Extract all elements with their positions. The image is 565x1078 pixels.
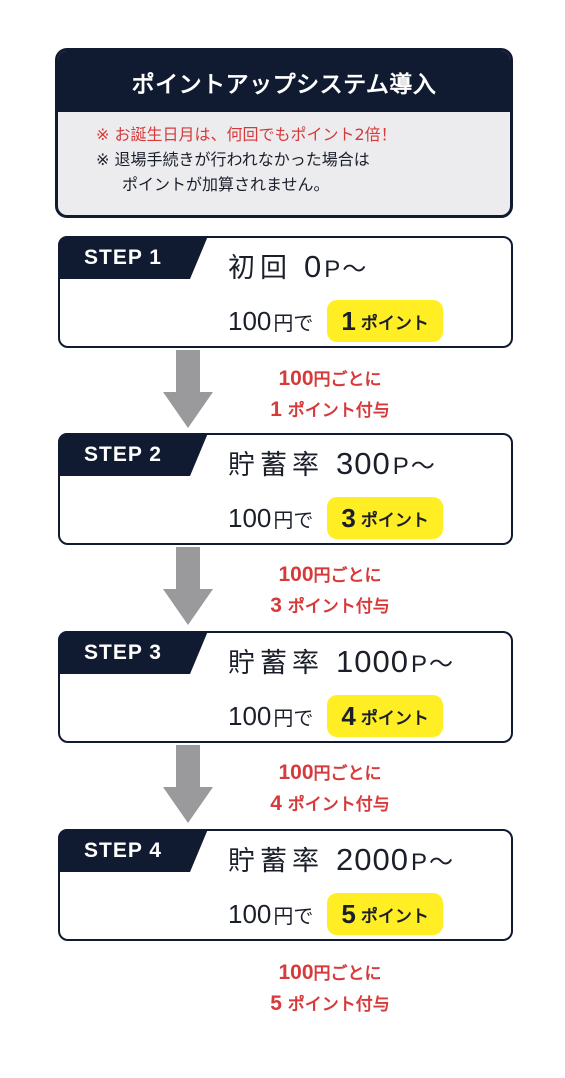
down-arrow-icon [163,547,213,625]
bonus-note-1: 100円ごとに 1 ポイント付与 [230,364,430,426]
step-threshold: 貯蓄率 2000 P～ [228,839,455,878]
step-earn-rate: 100 円で 3 ポイント [228,497,443,539]
step-threshold: 貯蓄率 1000 P～ [228,641,455,680]
bonus-per: 円ごとに [313,764,382,784]
threshold-value: 300 [336,446,391,481]
note-text: お誕生日月は、何回でもポイント2倍！ [114,125,397,144]
threshold-value: 2000 [336,842,409,877]
step-threshold: 初回 0 P～ [228,246,368,285]
bonus-grant: ポイント付与 [287,597,390,617]
bonus-per: 円ごとに [313,566,382,586]
pay-amount: 100 [228,898,272,929]
notes-list: ※ お誕生日月は、何回でもポイント2倍！ ※ 退場手続きが行われなかった場合は … [58,112,510,197]
pay-amount: 100 [228,502,272,533]
step-card-2: STEP 2 貯蓄率 300 P～ 100 円で 3 ポイント [58,433,513,545]
points-badge: 3 ポイント [327,497,443,539]
bonus-points: 1 [270,398,282,421]
threshold-suffix: P～ [392,453,437,480]
step-earn-rate: 100 円で 5 ポイント [228,893,443,935]
threshold-suffix: P～ [410,651,455,678]
step-card-4: STEP 4 貯蓄率 2000 P～ 100 円で 5 ポイント [58,829,513,941]
threshold-label: 初回 [228,253,292,284]
step-badge: STEP 2 [58,433,208,476]
down-arrow-icon [163,745,213,823]
note-birthday: ※ お誕生日月は、何回でもポイント2倍！ [96,122,510,147]
bonus-points: 5 [270,992,282,1015]
threshold-label: 貯蓄率 [228,450,324,481]
bonus-amount: 100 [278,563,314,586]
threshold-value: 1000 [336,644,409,679]
threshold-label: 貯蓄率 [228,648,324,679]
pay-unit: 円で [273,310,314,335]
step-badge: STEP 3 [58,631,208,674]
step-badge: STEP 1 [58,236,208,279]
note-exit: ※ 退場手続きが行われなかった場合は [96,147,510,172]
bonus-grant: ポイント付与 [287,795,390,815]
bonus-note-4: 100円ごとに 5 ポイント付与 [230,958,430,1020]
step-badge: STEP 4 [58,829,208,872]
info-panel: ポイントアップシステム導入 ※ お誕生日月は、何回でもポイント2倍！ ※ 退場手… [55,48,513,218]
bonus-note-3: 100円ごとに 4 ポイント付与 [230,758,430,820]
threshold-value: 0 [304,249,323,284]
points-badge: 1 ポイント [327,300,443,342]
bonus-amount: 100 [278,761,314,784]
bonus-per: 円ごとに [313,370,382,390]
points-value: 3 [341,502,356,533]
pay-amount: 100 [228,305,272,336]
note-mark: ※ [96,150,110,169]
step-earn-rate: 100 円で 4 ポイント [228,695,443,737]
points-badge: 4 ポイント [327,695,443,737]
bonus-grant: ポイント付与 [287,401,390,421]
bonus-points: 3 [270,594,282,617]
bonus-grant: ポイント付与 [287,995,390,1015]
threshold-label: 貯蓄率 [228,846,324,877]
threshold-suffix: P～ [324,256,369,283]
threshold-suffix: P～ [410,849,455,876]
bonus-per: 円ごとに [313,964,382,984]
bonus-note-2: 100円ごとに 3 ポイント付与 [230,560,430,622]
points-label: ポイント [360,313,429,334]
pay-unit: 円で [273,903,314,928]
bonus-amount: 100 [278,367,314,390]
pay-unit: 円で [273,507,314,532]
points-badge: 5 ポイント [327,893,443,935]
points-value: 4 [341,700,356,731]
pay-unit: 円で [273,705,314,730]
step-threshold: 貯蓄率 300 P～ [228,443,437,482]
step-card-1: STEP 1 初回 0 P～ 100 円で 1 ポイント [58,236,513,348]
note-text-continued: ポイントが加算されません。 [122,175,330,194]
points-value: 5 [341,898,356,929]
note-text: 退場手続きが行われなかった場合は [114,150,370,169]
points-label: ポイント [360,708,429,729]
step-card-3: STEP 3 貯蓄率 1000 P～ 100 円で 4 ポイント [58,631,513,743]
bonus-points: 4 [270,792,282,815]
down-arrow-icon [163,350,213,428]
step-earn-rate: 100 円で 1 ポイント [228,300,443,342]
points-label: ポイント [360,906,429,927]
panel-title: ポイントアップシステム導入 [58,51,510,112]
points-value: 1 [341,305,356,336]
note-mark: ※ [96,125,110,144]
pay-amount: 100 [228,700,272,731]
points-label: ポイント [360,510,429,531]
bonus-amount: 100 [278,961,314,984]
